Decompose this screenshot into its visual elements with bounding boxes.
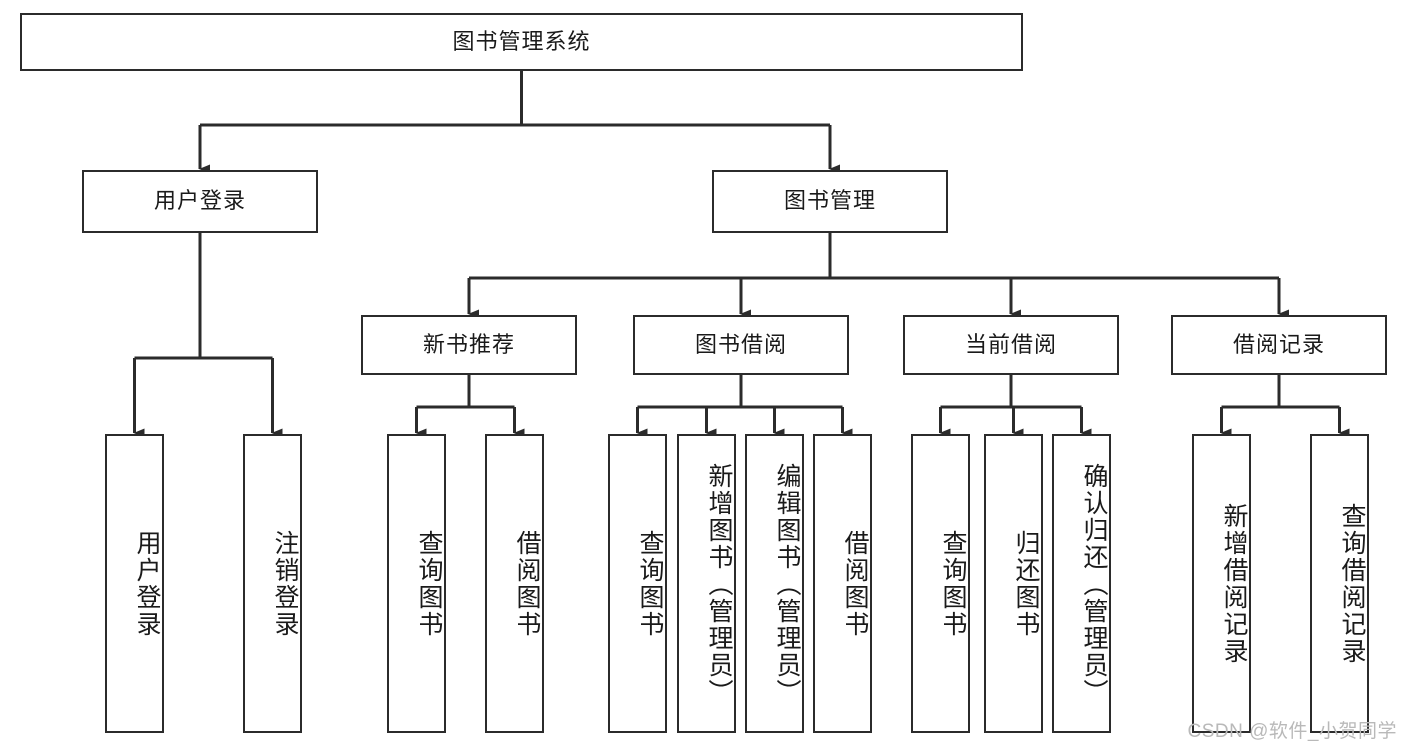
leaf-borrow-add-book-admin[interactable]: 新增图书（管理员） [677,434,736,733]
leaf-newbook-query-book[interactable]: 查询图书 [387,434,446,733]
node-book-management[interactable]: 图书管理 [712,170,948,233]
node-book-management-label: 图书管理 [783,188,876,214]
node-current-borrow-label: 当前借阅 [964,331,1057,357]
leaf-user-login[interactable]: 用户登录 [105,434,164,733]
leaf-user-logout[interactable]: 注销登录 [243,434,302,733]
leaf-user-login-label: 用户登录 [133,529,161,638]
leaf-current-confirm-return-admin-label: 确认归还（管理员） [1080,463,1108,706]
leaf-newbook-query-book-label: 查询图书 [415,529,443,638]
node-borrow-record[interactable]: 借阅记录 [1171,315,1387,375]
leaf-record-query-borrow-record[interactable]: 查询借阅记录 [1310,434,1369,733]
leaf-record-query-borrow-record-label: 查询借阅记录 [1338,502,1366,665]
leaf-borrow-borrow-book[interactable]: 借阅图书 [813,434,872,733]
node-user-login[interactable]: 用户登录 [82,170,318,233]
leaf-current-query-book[interactable]: 查询图书 [911,434,970,733]
leaf-borrow-edit-book-admin[interactable]: 编辑图书（管理员） [745,434,804,733]
node-book-borrow[interactable]: 图书借阅 [633,315,849,375]
node-new-book-recommend[interactable]: 新书推荐 [361,315,577,375]
leaf-user-logout-label: 注销登录 [271,529,299,638]
node-new-book-recommend-label: 新书推荐 [422,331,515,357]
leaf-newbook-borrow-book-label: 借阅图书 [513,529,541,638]
leaf-current-return-book-label: 归还图书 [1012,529,1040,638]
leaf-borrow-query-book-label: 查询图书 [636,529,664,638]
leaf-current-query-book-label: 查询图书 [939,529,967,638]
node-root-label: 图书管理系统 [452,28,591,54]
leaf-current-return-book[interactable]: 归还图书 [984,434,1043,733]
leaf-newbook-borrow-book[interactable]: 借阅图书 [485,434,544,733]
leaf-borrow-edit-book-admin-label: 编辑图书（管理员） [773,463,801,706]
leaf-borrow-borrow-book-label: 借阅图书 [841,529,869,638]
leaf-borrow-add-book-admin-label: 新增图书（管理员） [705,463,733,706]
node-book-borrow-label: 图书借阅 [694,331,787,357]
node-borrow-record-label: 借阅记录 [1232,331,1325,357]
leaf-record-add-borrow-record[interactable]: 新增借阅记录 [1192,434,1251,733]
watermark: CSDN @软件_小贺同学 [1187,721,1397,742]
node-current-borrow[interactable]: 当前借阅 [903,315,1119,375]
node-user-login-label: 用户登录 [153,188,246,214]
node-root[interactable]: 图书管理系统 [20,13,1023,71]
leaf-borrow-query-book[interactable]: 查询图书 [608,434,667,733]
leaf-current-confirm-return-admin[interactable]: 确认归还（管理员） [1052,434,1111,733]
leaf-record-add-borrow-record-label: 新增借阅记录 [1220,502,1248,665]
